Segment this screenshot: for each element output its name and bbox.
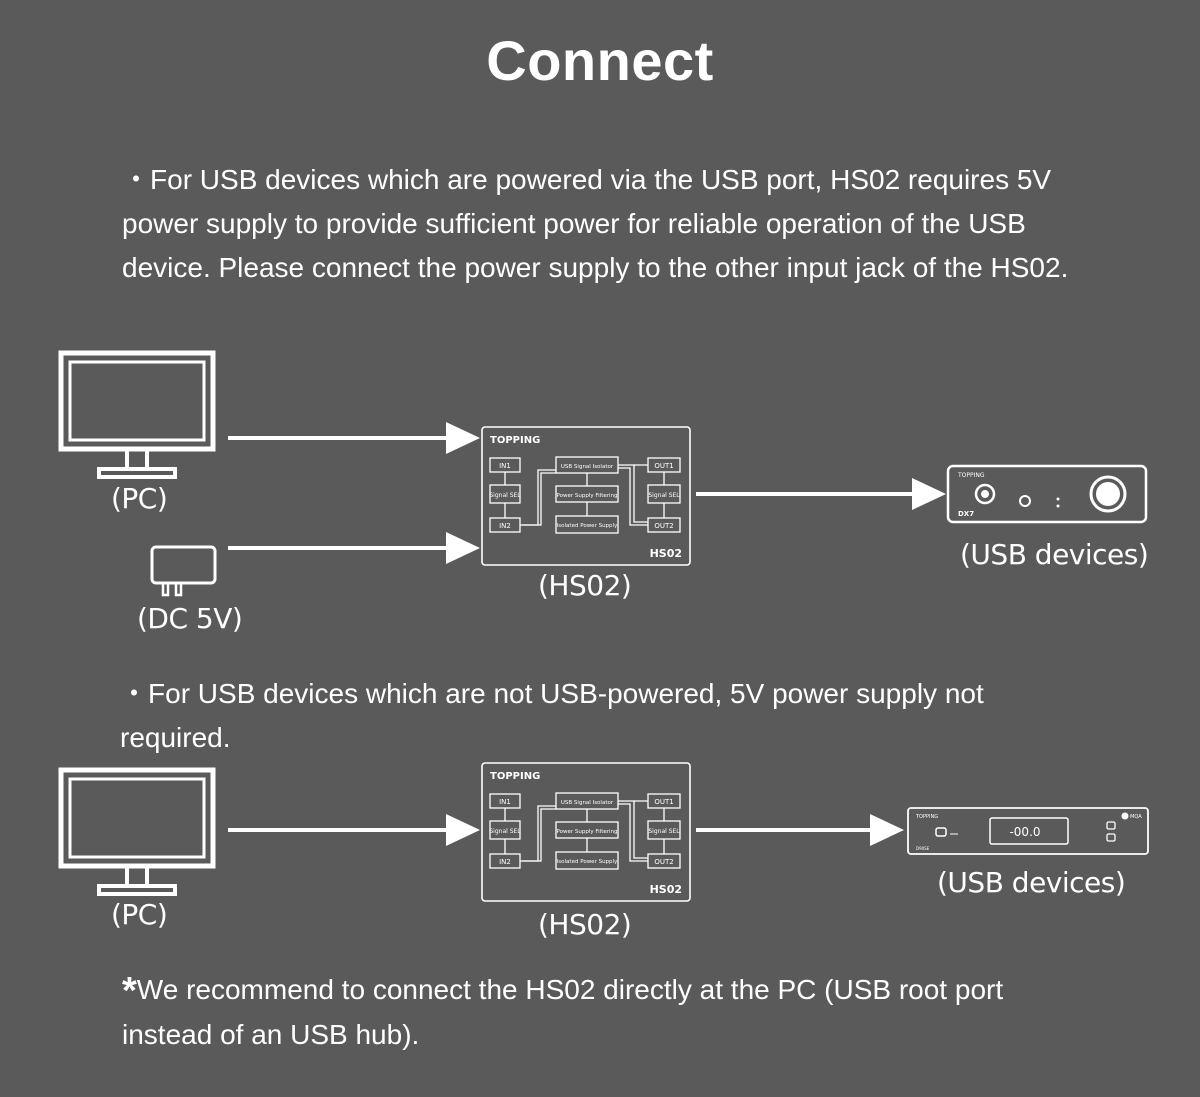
svg-text:IN1: IN1 xyxy=(499,462,511,470)
arrow-pc-to-hs02 xyxy=(228,814,480,846)
svg-text:Signal SEL: Signal SEL xyxy=(489,492,521,499)
arrow-pc-to-hs02 xyxy=(228,422,480,454)
svg-text:TOPPING: TOPPING xyxy=(915,814,938,820)
bullet: ・ xyxy=(120,678,149,709)
arrow-hs02-to-device xyxy=(696,814,904,846)
svg-text:D90SE: D90SE xyxy=(916,846,930,851)
pc-label: (PC) xyxy=(111,482,168,515)
svg-text:Signal SEL: Signal SEL xyxy=(648,492,680,499)
pc-monitor-icon xyxy=(61,353,213,477)
hs02-label: (HS02) xyxy=(538,908,632,941)
svg-text:TOPPING: TOPPING xyxy=(957,472,985,479)
usb-devices-label: (USB devices) xyxy=(960,538,1149,571)
section2-text: For USB devices which are not USB-powere… xyxy=(120,678,984,753)
usb-device-d90se-icon: TOPPING D90SE -00.0 MQA xyxy=(907,807,1149,855)
dc-5v-label: (DC 5V) xyxy=(137,602,243,635)
hs02-brand: TOPPING xyxy=(490,435,540,446)
svg-text:-00.0: -00.0 xyxy=(1009,825,1040,839)
hs02-model: HS02 xyxy=(650,547,682,560)
svg-text:OUT1: OUT1 xyxy=(654,462,673,470)
svg-text:Power Supply Filtering: Power Supply Filtering xyxy=(557,829,618,835)
power-adapter-icon xyxy=(150,545,217,597)
hs02-block-diagram: TOPPING IN1 Signal SEL IN2 USB Signal Is… xyxy=(481,426,691,566)
pc-label: (PC) xyxy=(111,898,168,931)
bullet: ・ xyxy=(122,164,151,195)
footnote-mark: * xyxy=(122,970,137,1012)
footnote-text: We recommend to connect the HS02 directl… xyxy=(122,974,1004,1050)
svg-text:USB Signal Isolator: USB Signal Isolator xyxy=(561,464,614,470)
svg-text:DX7: DX7 xyxy=(958,510,974,518)
svg-text:Power Supply Filtering: Power Supply Filtering xyxy=(557,493,618,499)
section1-description: ・For USB devices which are powered via t… xyxy=(122,158,1102,290)
svg-text:HS02: HS02 xyxy=(650,883,682,896)
svg-text:IN1: IN1 xyxy=(499,798,511,806)
hs02-block-diagram: TOPPING IN1 Signal SEL IN2 USB Signal Is… xyxy=(481,762,691,902)
svg-text:OUT2: OUT2 xyxy=(654,858,673,866)
svg-text:IN2: IN2 xyxy=(499,522,511,530)
hs02-label: (HS02) xyxy=(538,569,632,602)
svg-text:MQA: MQA xyxy=(1130,814,1142,820)
svg-text:Signal SEL: Signal SEL xyxy=(648,828,680,835)
pc-monitor-icon xyxy=(61,770,213,894)
section2-description: ・For USB devices which are not USB-power… xyxy=(120,672,1100,760)
footnote: *We recommend to connect the HS02 direct… xyxy=(122,968,1092,1057)
arrow-hs02-to-device xyxy=(696,478,946,510)
usb-device-dx7-icon: TOPPING DX7 xyxy=(946,464,1148,524)
svg-text:Signal SEL: Signal SEL xyxy=(489,828,521,835)
svg-text:Isolated Power Supply: Isolated Power Supply xyxy=(557,523,618,529)
svg-text:OUT1: OUT1 xyxy=(654,798,673,806)
svg-text:OUT2: OUT2 xyxy=(654,522,673,530)
page-title: Connect xyxy=(486,29,714,92)
arrow-dc-to-hs02 xyxy=(228,532,480,564)
svg-text:USB Signal Isolator: USB Signal Isolator xyxy=(561,800,614,806)
usb-devices-label: (USB devices) xyxy=(937,866,1126,899)
svg-text:Isolated Power Supply: Isolated Power Supply xyxy=(557,859,618,865)
section1-text: For USB devices which are powered via th… xyxy=(122,164,1069,283)
svg-text:TOPPING: TOPPING xyxy=(490,771,540,782)
svg-text:IN2: IN2 xyxy=(499,858,511,866)
